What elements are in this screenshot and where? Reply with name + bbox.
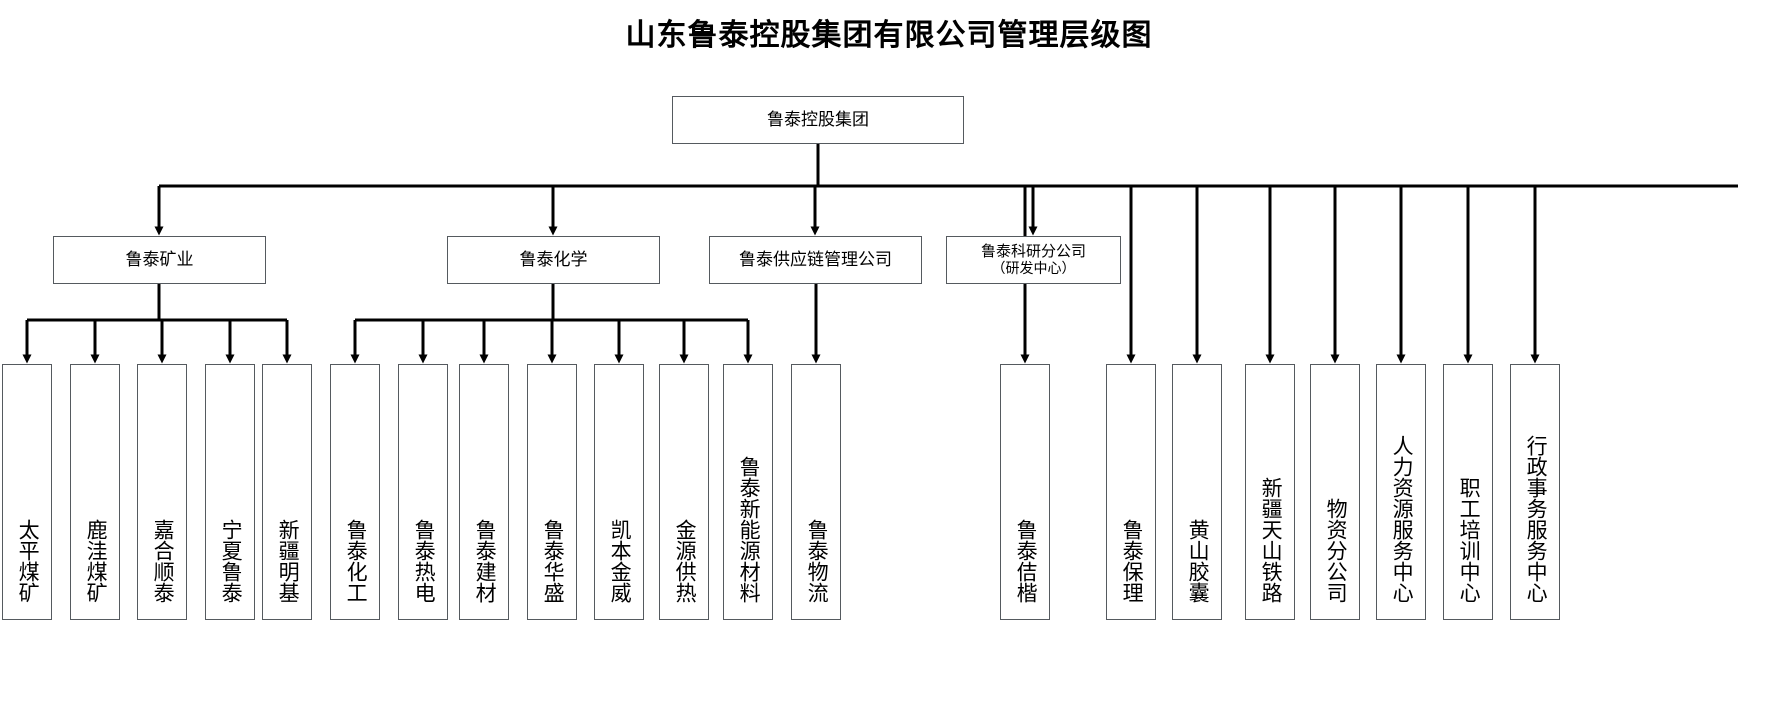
node-label: 宁夏鲁泰 bbox=[219, 519, 243, 603]
node-company-huangshan-jiaonang[interactable]: 黄山胶囊 bbox=[1172, 364, 1222, 620]
node-label: 新疆天山铁路 bbox=[1259, 477, 1283, 603]
node-label: 金源供热 bbox=[673, 519, 697, 603]
node-label: 鲁泰建材 bbox=[473, 519, 497, 603]
node-company-jiaheshuntai[interactable]: 嘉合顺泰 bbox=[137, 364, 187, 620]
node-label: 新疆明基 bbox=[276, 519, 300, 603]
node-label: 物资分公司 bbox=[1324, 498, 1348, 603]
node-company-lutai-jiekai[interactable]: 鲁泰佶楷 bbox=[1000, 364, 1050, 620]
node-label: 鲁泰新能源材料 bbox=[737, 456, 761, 603]
node-company-training-center[interactable]: 职工培训中心 bbox=[1443, 364, 1493, 620]
node-company-lutai-thermal[interactable]: 鲁泰热电 bbox=[398, 364, 448, 620]
node-label: 鹿洼煤矿 bbox=[84, 519, 108, 603]
node-label: 凯本金威 bbox=[608, 519, 632, 603]
node-company-lutai-chemical[interactable]: 鲁泰化工 bbox=[330, 364, 380, 620]
node-label: 鲁泰热电 bbox=[412, 519, 436, 603]
node-company-kaiben-jinwei[interactable]: 凯本金威 bbox=[594, 364, 644, 620]
node-label: 行政事务服务中心 bbox=[1524, 435, 1548, 603]
page-title: 山东鲁泰控股集团有限公司管理层级图 bbox=[625, 19, 1153, 52]
node-label: 鲁泰保理 bbox=[1120, 519, 1144, 603]
node-company-luwa-coal[interactable]: 鹿洼煤矿 bbox=[70, 364, 120, 620]
node-company-lutai-baoli[interactable]: 鲁泰保理 bbox=[1106, 364, 1156, 620]
node-company-admin-service[interactable]: 行政事务服务中心 bbox=[1510, 364, 1560, 620]
node-label: 太平煤矿 bbox=[16, 519, 40, 603]
node-division-rnd[interactable]: 鲁泰科研分公司（研发中心） bbox=[946, 236, 1121, 284]
node-division-mining[interactable]: 鲁泰矿业 bbox=[53, 236, 266, 284]
node-label: 鲁泰矿业 bbox=[125, 250, 194, 270]
node-company-hr-service[interactable]: 人力资源服务中心 bbox=[1376, 364, 1426, 620]
node-division-chemical[interactable]: 鲁泰化学 bbox=[447, 236, 660, 284]
node-label: 鲁泰供应链管理公司 bbox=[739, 250, 892, 270]
node-label: 鲁泰化工 bbox=[344, 519, 368, 603]
node-company-xinjiang-mingji[interactable]: 新疆明基 bbox=[262, 364, 312, 620]
node-label: 职工培训中心 bbox=[1457, 477, 1481, 603]
node-label: 鲁泰华盛 bbox=[541, 519, 565, 603]
node-label: 鲁泰化学 bbox=[519, 250, 588, 270]
node-label: 鲁泰佶楷 bbox=[1014, 519, 1038, 603]
node-company-lutai-logistics[interactable]: 鲁泰物流 bbox=[791, 364, 841, 620]
node-label: 鲁泰科研分公司 bbox=[980, 243, 1086, 261]
node-label: 黄山胶囊 bbox=[1186, 519, 1210, 603]
node-sublabel: （研发中心） bbox=[991, 259, 1076, 276]
node-label: 嘉合顺泰 bbox=[151, 519, 175, 603]
node-label: 鲁泰控股集团 bbox=[767, 110, 869, 130]
node-company-xinjiang-tianshan[interactable]: 新疆天山铁路 bbox=[1245, 364, 1295, 620]
node-company-lutai-building[interactable]: 鲁泰建材 bbox=[459, 364, 509, 620]
node-label: 鲁泰物流 bbox=[805, 519, 829, 603]
node-company-lutai-newenergy[interactable]: 鲁泰新能源材料 bbox=[723, 364, 773, 620]
node-company-lutai-huasheng[interactable]: 鲁泰华盛 bbox=[527, 364, 577, 620]
node-division-supply[interactable]: 鲁泰供应链管理公司 bbox=[709, 236, 922, 284]
node-root[interactable]: 鲁泰控股集团 bbox=[672, 96, 964, 144]
node-company-wuzi-branch[interactable]: 物资分公司 bbox=[1310, 364, 1360, 620]
node-company-ningxia-lutai[interactable]: 宁夏鲁泰 bbox=[205, 364, 255, 620]
node-company-jinyuan-heating[interactable]: 金源供热 bbox=[659, 364, 709, 620]
node-label: 人力资源服务中心 bbox=[1390, 435, 1414, 603]
node-company-taiping-coal[interactable]: 太平煤矿 bbox=[2, 364, 52, 620]
